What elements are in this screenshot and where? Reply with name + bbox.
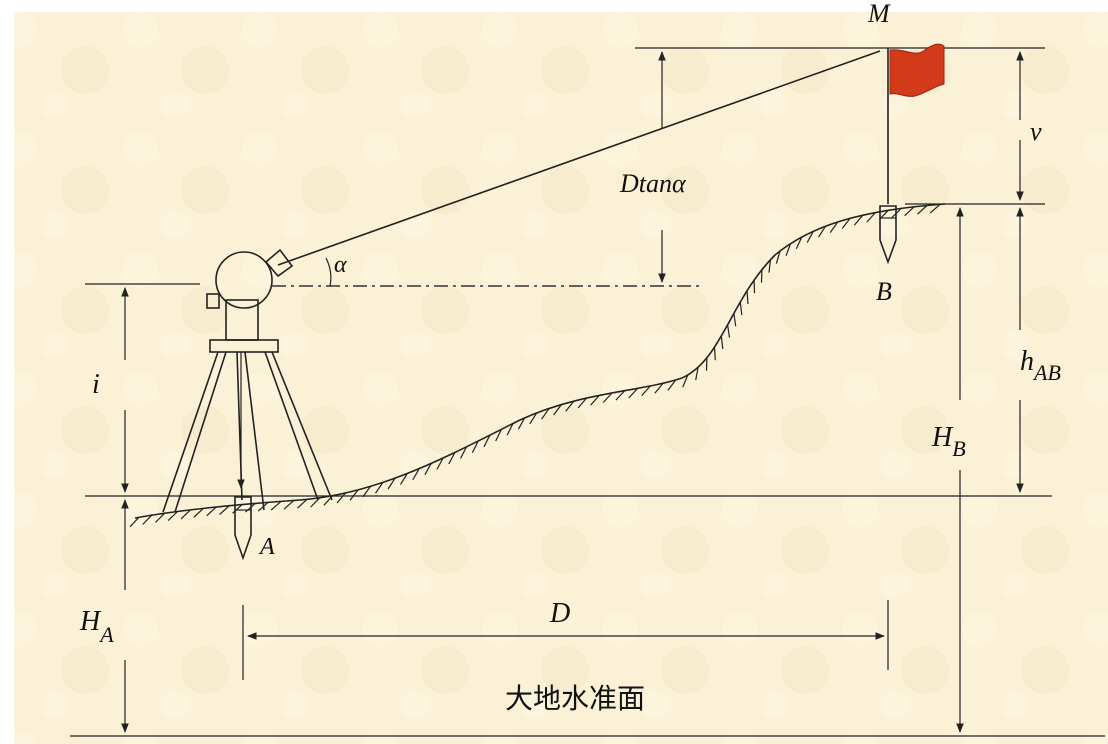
hatch-mark	[167, 511, 178, 522]
label-H-B-main: H	[931, 422, 954, 453]
hatch-mark	[387, 477, 396, 490]
hatch-mark	[541, 408, 550, 420]
instrument-standard	[225, 299, 259, 341]
label-h-ab-main: h	[1020, 346, 1034, 377]
label-alpha: α	[334, 252, 347, 278]
label-h-ab: hAB	[1020, 346, 1061, 385]
background-panel	[14, 12, 1108, 744]
hatch-mark	[142, 514, 153, 525]
hatch-mark	[615, 390, 626, 401]
hatch-mark	[746, 290, 749, 304]
hatch-mark	[866, 212, 876, 223]
theodolite-icon	[162, 248, 333, 513]
label-A: A	[258, 534, 275, 560]
label-v: v	[1030, 117, 1042, 146]
label-H-B: HB	[931, 422, 966, 461]
label-geoid: 大地水准面	[505, 682, 645, 715]
hatch-mark	[775, 250, 781, 264]
hatch-mark	[577, 397, 587, 409]
hatch-mark	[283, 499, 295, 510]
hatch-mark	[654, 382, 664, 394]
hatch-mark	[270, 500, 282, 511]
hatch-mark	[412, 468, 420, 481]
hatch-mark	[448, 452, 456, 465]
hatch-mark	[180, 509, 191, 520]
peg-A	[234, 496, 252, 561]
label-d-tan-alpha: Dtanα	[619, 169, 687, 198]
label-i: i	[92, 369, 100, 400]
label-H-A-sub: A	[98, 622, 114, 647]
hatch-mark	[232, 504, 243, 514]
hatch-mark	[436, 457, 444, 470]
hatch-mark	[219, 505, 230, 515]
label-M: M	[867, 0, 891, 28]
hatch-mark	[495, 429, 502, 442]
label-H-B-sub: B	[952, 436, 965, 461]
ground-hatching	[129, 203, 941, 528]
side-knob	[206, 293, 220, 309]
hatch-mark	[682, 374, 689, 388]
hatch-mark	[154, 512, 166, 523]
hatch-mark	[471, 440, 479, 453]
hatch-mark	[399, 473, 408, 485]
line-of-sight	[277, 50, 881, 266]
hatch-mark	[336, 492, 346, 504]
hatch-mark	[565, 400, 575, 412]
hatch-mark	[375, 482, 384, 494]
hatch-mark	[841, 217, 851, 229]
hatch-mark	[739, 302, 743, 316]
hatch-mark	[590, 394, 600, 406]
hatch-mark	[602, 392, 613, 403]
hatch-mark	[193, 507, 204, 518]
hatch-mark	[727, 324, 731, 338]
eyepiece	[264, 248, 294, 278]
hatch-mark	[483, 434, 491, 448]
hatch-mark	[529, 412, 538, 425]
label-B: B	[876, 277, 892, 306]
hatch-mark	[695, 367, 699, 381]
telescope-head	[215, 251, 273, 309]
hatch-mark	[785, 243, 792, 257]
hatch-mark	[296, 498, 308, 509]
hatch-mark	[853, 214, 864, 226]
hatch-mark	[806, 230, 814, 243]
hatch-mark	[641, 385, 651, 397]
hatch-mark	[829, 221, 839, 233]
hatch-mark	[817, 225, 827, 238]
hatch-mark	[206, 506, 217, 517]
hatch-mark	[667, 379, 677, 391]
label-H-A: HA	[79, 606, 114, 647]
hatch-mark	[362, 486, 371, 498]
hatch-mark	[553, 404, 562, 416]
tripod-leg-left	[162, 351, 227, 513]
hatch-mark	[628, 387, 639, 399]
peg-B	[879, 205, 897, 265]
red-flag-icon	[889, 43, 945, 97]
hatch-mark	[460, 446, 468, 459]
hatch-mark	[517, 417, 526, 430]
label-h-ab-sub: AB	[1032, 360, 1061, 385]
hatch-mark	[916, 205, 928, 215]
hatch-mark	[349, 489, 359, 501]
hatch-mark	[795, 236, 803, 250]
tripod-leg-right	[264, 351, 333, 501]
alpha-arc	[325, 257, 332, 287]
hatch-mark	[768, 259, 771, 273]
hatch-mark	[733, 313, 737, 327]
hatch-mark	[129, 516, 140, 528]
hatch-mark	[929, 203, 941, 214]
label-H-A-main: H	[79, 606, 102, 637]
hatch-mark	[720, 336, 724, 350]
label-D: D	[549, 598, 570, 629]
hatch-mark	[424, 463, 432, 475]
ground-profile	[134, 203, 946, 519]
hatch-mark	[506, 423, 514, 436]
hatch-mark	[904, 206, 915, 217]
hatch-mark	[713, 347, 716, 361]
